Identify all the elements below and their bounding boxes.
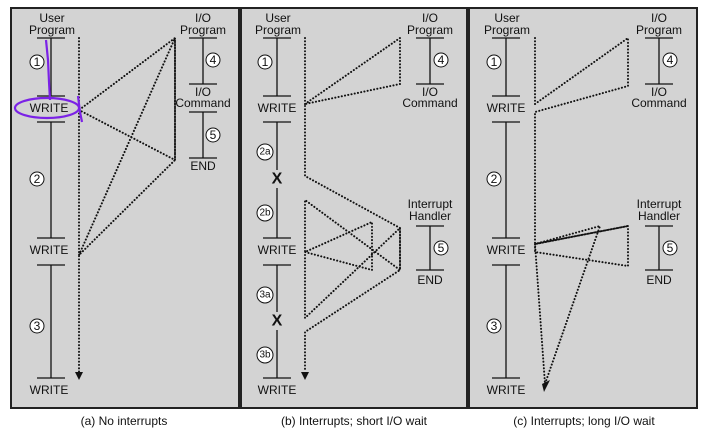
panel-a-step-circle bbox=[29, 54, 45, 70]
panel-a-step-1: 1 bbox=[34, 55, 41, 69]
panel-a-end: END bbox=[190, 159, 216, 173]
panel-c-user-label-2: Program bbox=[484, 23, 530, 37]
panel-b-step-circle bbox=[433, 52, 449, 68]
panel-b-step-2b: 2b bbox=[259, 208, 271, 219]
panel-b-step-1: 1 bbox=[262, 55, 269, 69]
panel-b-handler-label-1: Interrupt bbox=[408, 197, 453, 211]
panel-b-write-3: WRITE bbox=[258, 383, 297, 397]
panel-c-step-5: 5 bbox=[667, 241, 674, 255]
panel-b-step-circle bbox=[257, 54, 273, 70]
panel-c-execution-path bbox=[533, 36, 629, 385]
panel-c-io-program-label-2: Program bbox=[636, 23, 682, 37]
panel-b-write-1: WRITE bbox=[258, 101, 297, 115]
panel-c-write-2: WRITE bbox=[487, 243, 526, 257]
panel-a-io-command-1: I/O bbox=[195, 85, 211, 99]
panel-c-handler-label-1: Interrupt bbox=[637, 197, 682, 211]
panel-a-step-3: 3 bbox=[34, 319, 41, 333]
panel-c-handler-label-2: Handler bbox=[638, 209, 680, 223]
panel-b-io-command-2: Command bbox=[402, 96, 457, 110]
panel-b-path-arrowhead bbox=[301, 372, 309, 380]
panel-b-interrupt-mark-2: X bbox=[272, 313, 283, 330]
panel-a-io-program-label-2: Program bbox=[180, 23, 226, 37]
panel-b-step-4: 4 bbox=[438, 53, 445, 67]
panel-c-io-program-label-1: I/O bbox=[651, 11, 667, 25]
panel-b-step-5: 5 bbox=[438, 241, 445, 255]
panel-b-user-label-2: Program bbox=[255, 23, 301, 37]
panel-a-step-5: 5 bbox=[210, 128, 217, 142]
panel-a-io-program-label-1: I/O bbox=[195, 11, 211, 25]
panel-a-step-circle bbox=[29, 171, 45, 187]
panel-b-user-label-1: User bbox=[265, 11, 290, 25]
panel-c-write-1: WRITE bbox=[487, 101, 526, 115]
panel-a-execution-path bbox=[78, 36, 176, 373]
panel-c-end: END bbox=[646, 273, 672, 287]
panel-c: User Program I/O Program WRITE WRITE WRI… bbox=[484, 11, 687, 397]
panel-b-step-3a: 3a bbox=[259, 290, 271, 301]
panel-c-step-circle bbox=[486, 54, 502, 70]
panel-b-step-circle bbox=[256, 286, 274, 304]
panel-c-step-circle bbox=[662, 240, 678, 256]
panel-b-step-circle bbox=[256, 204, 274, 222]
panel-b: User Program I/O Program WRITE X WRITE X… bbox=[255, 11, 458, 397]
panel-c-step-circle bbox=[486, 318, 502, 334]
panel-c-io-command-1: I/O bbox=[651, 85, 667, 99]
panel-b-interrupt-mark-1: X bbox=[272, 171, 283, 188]
panel-b-step-3b: 3b bbox=[259, 350, 271, 361]
panel-b-step-circle bbox=[256, 346, 274, 364]
panel-c-step-3: 3 bbox=[491, 319, 498, 333]
caption-a: (a) No interrupts bbox=[81, 414, 168, 428]
panel-c-step-1: 1 bbox=[491, 55, 498, 69]
panel-a-write-1: WRITE bbox=[30, 101, 69, 115]
panel-a-step-2: 2 bbox=[34, 172, 41, 186]
caption-b: (b) Interrupts; short I/O wait bbox=[281, 414, 428, 428]
panel-c-user-label-1: User bbox=[494, 11, 519, 25]
panel-b-io-program-label-1: I/O bbox=[422, 11, 438, 25]
panel-b-step-circle bbox=[256, 143, 274, 161]
panel-a-path-arrowhead bbox=[75, 372, 83, 380]
panel-c-step-circle bbox=[486, 171, 502, 187]
panel-a-step-circle bbox=[205, 127, 221, 143]
panel-a-step-circle bbox=[29, 318, 45, 334]
annotation-stroke bbox=[44, 39, 52, 101]
panel-b-step-2a: 2a bbox=[259, 147, 271, 158]
panel-b-handler-label-2: Handler bbox=[409, 209, 451, 223]
panel-c-write-3: WRITE bbox=[487, 383, 526, 397]
panel-a-write-2: WRITE bbox=[30, 243, 69, 257]
panel-a-write-3: WRITE bbox=[30, 383, 69, 397]
panel-a-step-4: 4 bbox=[210, 53, 217, 67]
caption-c: (c) Interrupts; long I/O wait bbox=[513, 414, 655, 428]
panel-a-user-label-1: User bbox=[39, 11, 64, 25]
annotation-stroke bbox=[76, 95, 84, 123]
panel-a: User Program I/O Program WRITE WRITE WRI… bbox=[13, 11, 231, 397]
panel-a-frame bbox=[10, 7, 240, 409]
panel-c-path-arrowhead bbox=[542, 380, 550, 392]
panel-c-io-command-2: Command bbox=[631, 96, 686, 110]
panel-b-execution-path bbox=[304, 36, 401, 373]
panel-b-io-command-1: I/O bbox=[422, 85, 438, 99]
panel-a-user-label-2: Program bbox=[29, 23, 75, 37]
panel-b-frame bbox=[240, 7, 468, 409]
panel-a-step-circle bbox=[205, 52, 221, 68]
panel-b-io-program-label-2: Program bbox=[407, 23, 453, 37]
panel-c-step-2: 2 bbox=[491, 172, 498, 186]
panel-b-write-2: WRITE bbox=[258, 243, 297, 257]
panel-c-step-circle bbox=[662, 52, 678, 68]
panel-c-step-4: 4 bbox=[667, 53, 674, 67]
panel-a-io-command-2: Command bbox=[175, 96, 230, 110]
panel-b-end: END bbox=[417, 273, 443, 287]
panel-b-step-circle bbox=[433, 240, 449, 256]
